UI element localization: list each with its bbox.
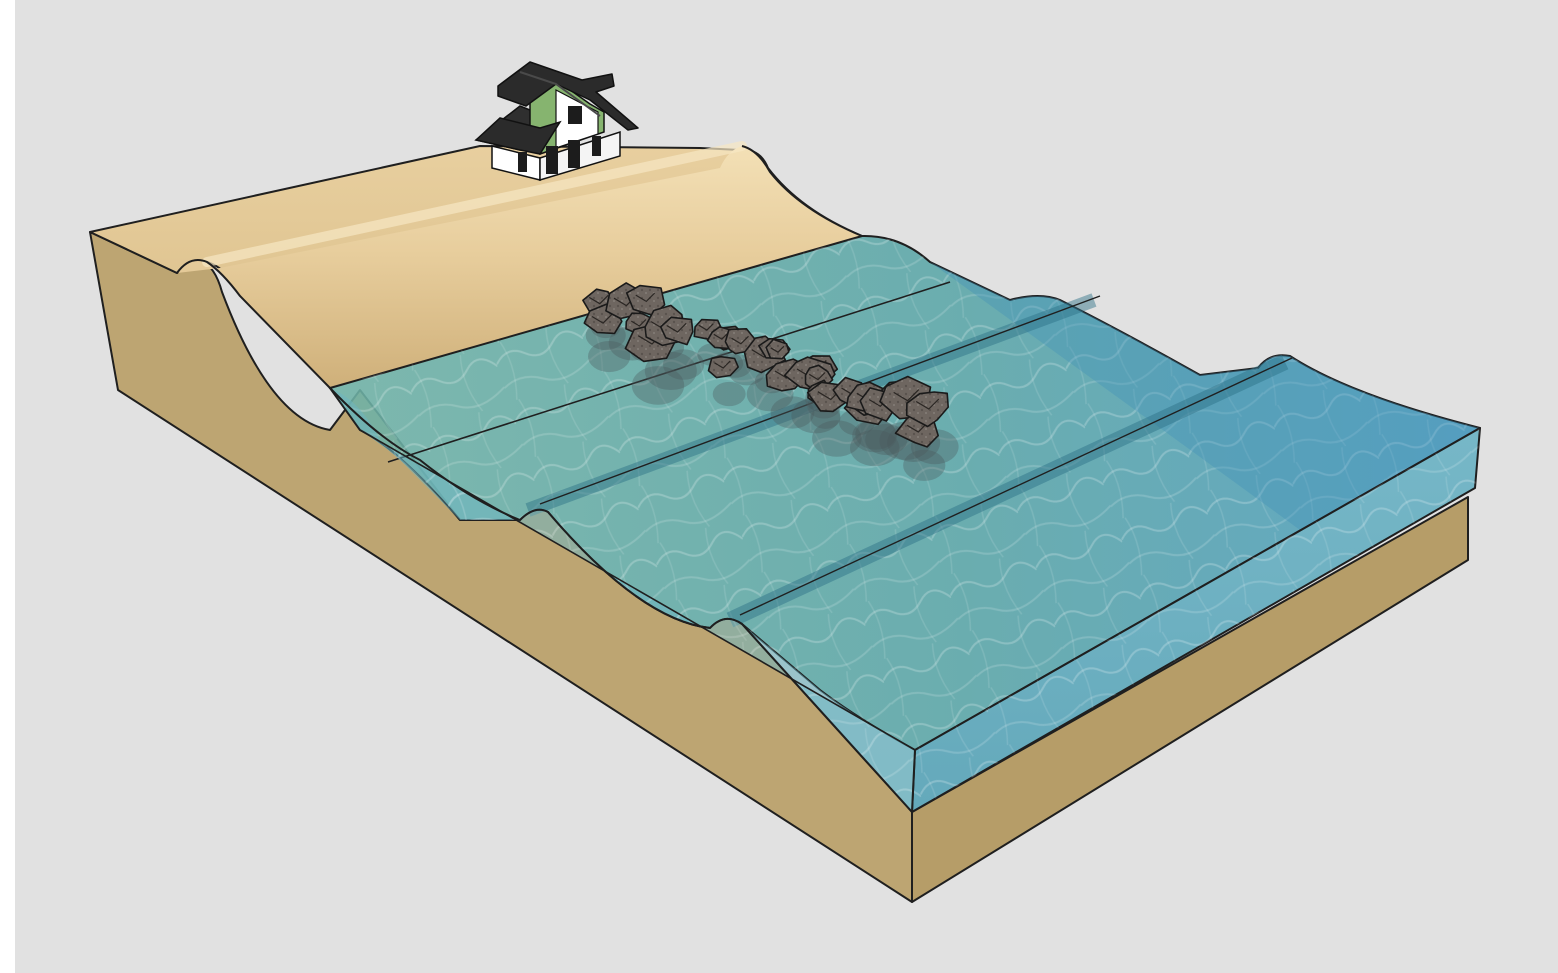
house-door-2 [546,146,558,174]
house-door-4 [592,136,601,156]
rock-reflection [713,382,746,406]
house-window [568,106,582,124]
house-door-1 [518,152,527,172]
house-door-3 [568,140,580,168]
